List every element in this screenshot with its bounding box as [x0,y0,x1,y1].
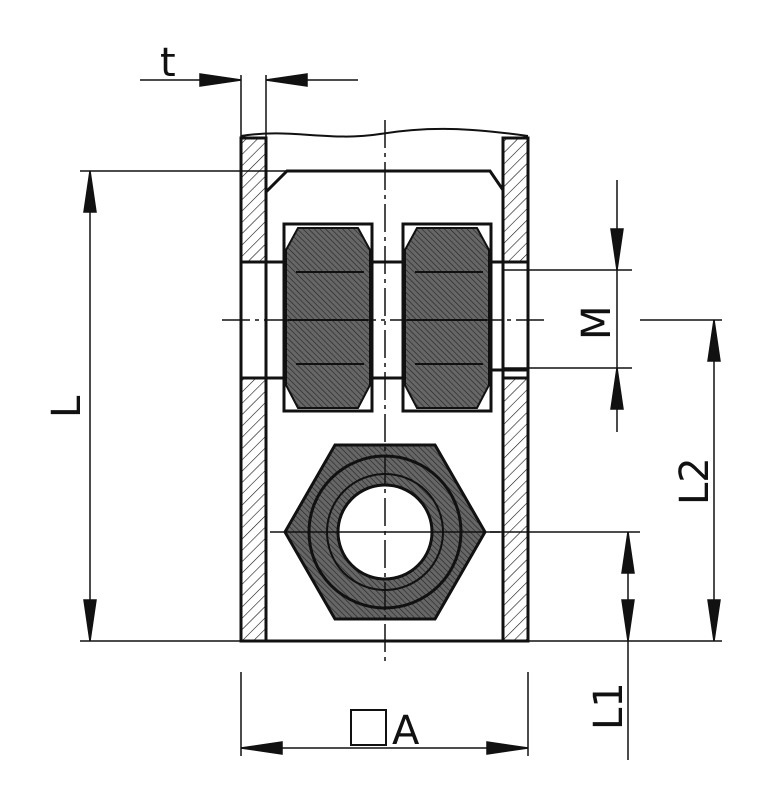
right-wall-upper [501,136,530,264]
label-M: M [574,305,620,340]
nut-side-left [282,222,374,413]
square-symbol [350,709,387,746]
label-A: A [392,708,420,754]
left-wall-lower [239,376,268,643]
nut-side-right [401,222,493,413]
label-L: L [44,395,90,418]
center-lines [222,120,545,665]
right-wall-lower [501,376,530,643]
insert-outline [264,169,505,641]
tube-walls [239,136,530,643]
label-L2: L2 [672,457,718,505]
dimensions [80,73,722,760]
left-wall-upper [239,136,268,264]
label-L1: L1 [586,682,632,730]
label-t: t [160,40,176,86]
break-line [240,127,529,138]
